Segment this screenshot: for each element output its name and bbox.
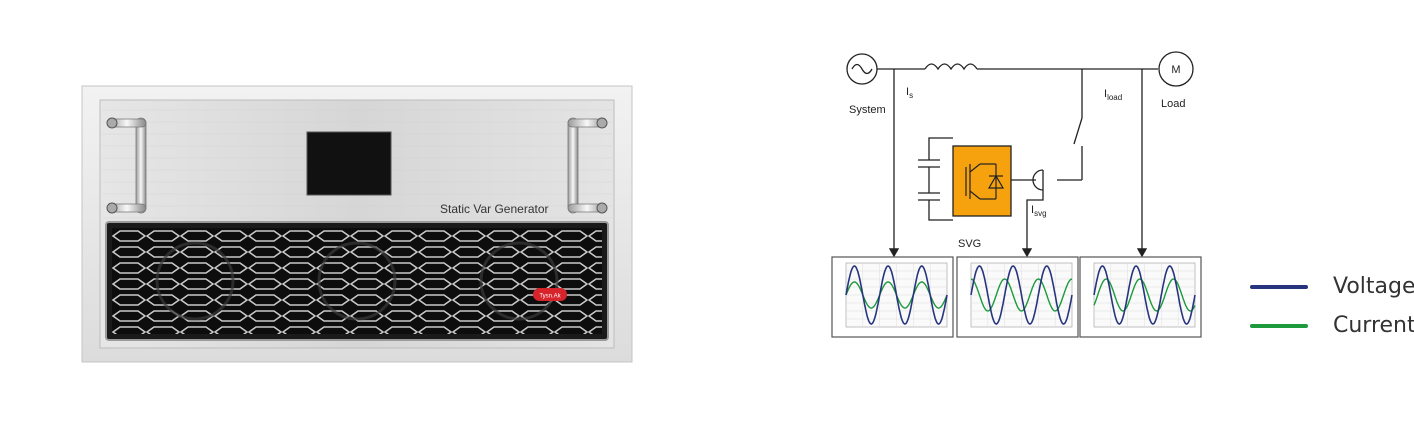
svg-converter-block — [952, 145, 1012, 217]
switch-icon — [1073, 117, 1083, 145]
current-transformer-icon — [1032, 169, 1044, 191]
is-label: Is — [906, 86, 913, 100]
voltage-waveform — [1093, 265, 1196, 325]
current-waveform — [970, 278, 1073, 312]
device-label: Static Var Generator — [440, 202, 549, 216]
dc-link-wiring — [928, 137, 953, 160]
legend-current: Current — [1250, 313, 1414, 338]
igbt-diode-icon — [965, 163, 1005, 200]
svg-circuit-diagram: System Load M SVG Is Iload Isvg — [831, 51, 1202, 338]
brand-badge-text: Tysn.Ak — [539, 294, 561, 300]
load-label: Load — [1161, 98, 1185, 110]
voltage-waveform — [970, 265, 1073, 325]
vent-grille-mesh — [112, 228, 602, 334]
motor-label: M — [1171, 64, 1180, 76]
current-swatch — [1250, 323, 1308, 328]
svg-waveform-panel — [956, 256, 1079, 338]
load-waveform-panel — [1079, 256, 1202, 338]
brand-badge — [533, 288, 567, 301]
source-waveform-panel — [831, 256, 954, 338]
left-handle — [106, 117, 147, 214]
static-var-generator-photo: Static Var Generator Tysn.Ak — [81, 85, 633, 363]
svg-block-label: SVG — [958, 238, 981, 250]
fan-shadows — [155, 241, 559, 321]
inductor-symbol — [924, 63, 978, 71]
legend-voltage: Voltage — [1250, 274, 1414, 299]
voltage-swatch — [1250, 284, 1308, 289]
voltage-legend-label: Voltage — [1333, 274, 1414, 299]
system-label: System — [849, 104, 886, 116]
isvg-label: Isvg — [1031, 204, 1047, 218]
system-source-icon — [846, 53, 878, 85]
motor-icon — [1158, 51, 1194, 87]
current-waveform — [1093, 278, 1196, 312]
iload-label: Iload — [1104, 88, 1122, 102]
voltage-waveform — [845, 265, 948, 325]
current-legend-label: Current — [1333, 313, 1414, 338]
right-handle — [567, 117, 608, 214]
display-screen — [306, 131, 392, 196]
isvg-arrow — [1021, 190, 1044, 258]
